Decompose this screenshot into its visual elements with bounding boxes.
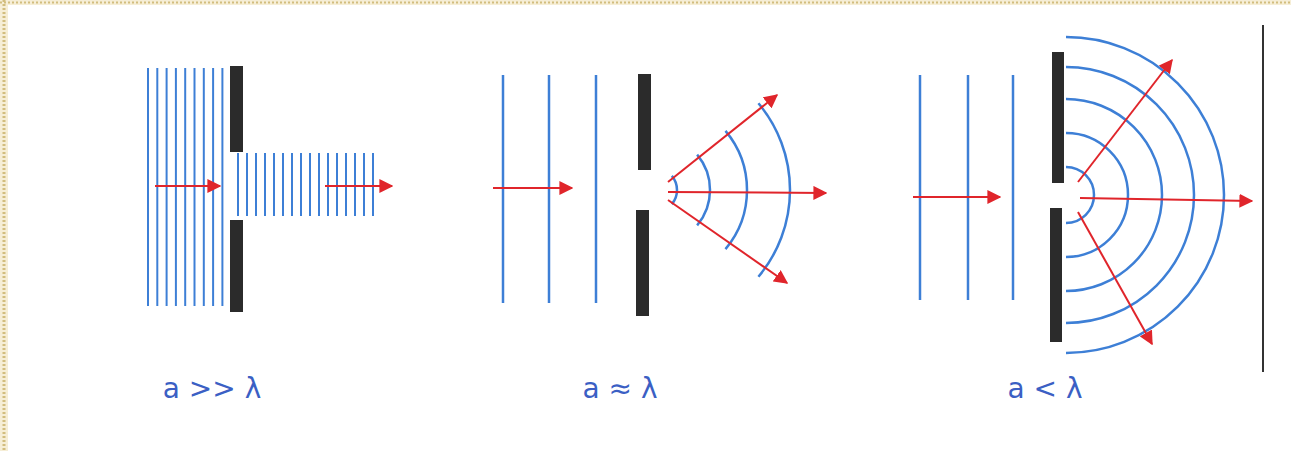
barrier bbox=[1050, 208, 1062, 342]
condition-label: a >> λ bbox=[163, 375, 261, 403]
barrier bbox=[1052, 52, 1064, 183]
wavefront bbox=[1066, 67, 1194, 323]
direction-arrow bbox=[668, 95, 777, 182]
wavefront bbox=[672, 176, 677, 204]
wavefront bbox=[309, 153, 311, 216]
barrier bbox=[230, 66, 243, 152]
wavefront bbox=[327, 153, 329, 216]
wavefront bbox=[354, 153, 356, 216]
wide-slit-panel bbox=[148, 66, 392, 312]
wavefront bbox=[282, 153, 284, 216]
wavefront bbox=[255, 153, 257, 216]
wavefront bbox=[147, 68, 149, 306]
wavefront bbox=[300, 153, 302, 216]
wavefront bbox=[1012, 75, 1015, 300]
direction-arrow bbox=[325, 185, 392, 187]
narrow-slit-panel bbox=[913, 37, 1252, 353]
wavefront bbox=[967, 75, 970, 300]
wavefront bbox=[237, 153, 239, 216]
direction-arrow bbox=[1078, 212, 1152, 344]
wavefront bbox=[1066, 37, 1224, 353]
wavefront bbox=[1066, 133, 1128, 257]
wavefront bbox=[725, 131, 747, 249]
wavefront bbox=[318, 153, 320, 216]
direction-arrow bbox=[155, 185, 220, 187]
direction-arrow bbox=[668, 192, 826, 193]
barrier bbox=[636, 210, 649, 316]
wavefront bbox=[345, 153, 347, 216]
wavefront bbox=[363, 153, 365, 216]
wavefront bbox=[336, 153, 338, 216]
wavefront bbox=[273, 153, 275, 216]
wavefront bbox=[372, 153, 374, 216]
direction-arrow bbox=[668, 200, 787, 283]
comparable-slit-panel bbox=[493, 74, 826, 316]
barrier bbox=[638, 74, 651, 170]
condition-label: a < λ bbox=[1008, 375, 1083, 403]
condition-label: a ≈ λ bbox=[583, 375, 658, 403]
wavefront bbox=[1066, 99, 1162, 291]
direction-arrow bbox=[913, 196, 1000, 198]
barrier bbox=[230, 220, 243, 312]
wavefront bbox=[919, 75, 922, 300]
wavefront bbox=[246, 153, 248, 216]
direction-arrow bbox=[1078, 60, 1172, 182]
wavefront bbox=[221, 68, 223, 306]
wavefront bbox=[264, 153, 266, 216]
wavefront bbox=[595, 75, 598, 303]
direction-arrow bbox=[493, 187, 572, 189]
wavefront bbox=[697, 155, 710, 226]
divider-line bbox=[1262, 25, 1264, 372]
wavefront bbox=[758, 103, 790, 277]
direction-arrow bbox=[1080, 198, 1252, 201]
wavefront bbox=[291, 153, 293, 216]
